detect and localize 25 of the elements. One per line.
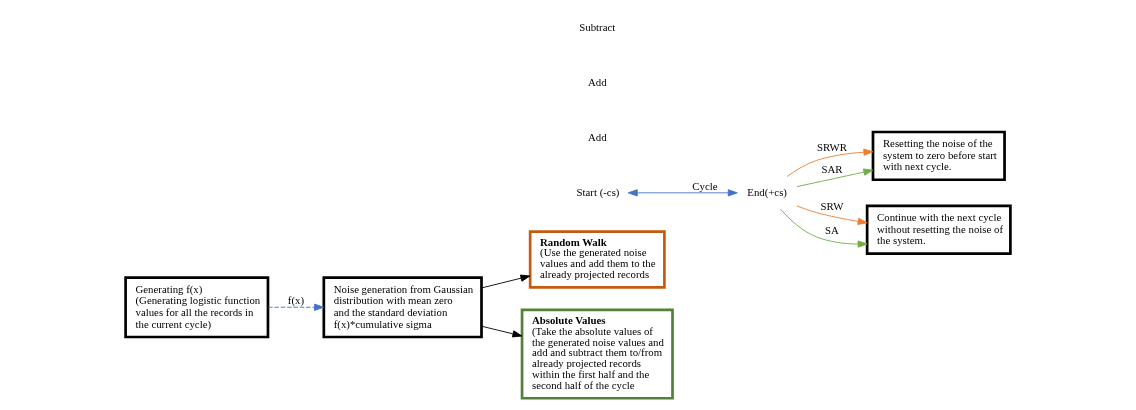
label: Add xyxy=(587,75,607,88)
arrow xyxy=(481,325,523,338)
node-box: Absolute Values (Take the absolute values of the generated noise values and add and subtract them to/from already projected records within the first half and the second half of the cycle xyxy=(520,308,674,400)
edge-label: SRWR xyxy=(816,141,847,154)
edge-label: SAR xyxy=(821,162,843,175)
node-box: Random Walk (Use the generated noise values and add them to the already projected records xyxy=(528,230,666,289)
arrow xyxy=(481,274,531,289)
node-box: Continue with the next cycle without resetting the noise of the system. xyxy=(865,204,1012,255)
edge-label: Cycle xyxy=(692,179,718,192)
arrow xyxy=(796,168,874,188)
edge-label: SA xyxy=(825,223,839,236)
arrow xyxy=(780,208,868,248)
label: Add xyxy=(587,130,607,143)
edge-label: SRW xyxy=(820,199,844,212)
arrow xyxy=(796,205,868,225)
edge-label: f(x) xyxy=(287,294,304,307)
arrow xyxy=(786,148,874,177)
arrow xyxy=(267,303,324,311)
arrow xyxy=(627,189,738,197)
label: Subtract xyxy=(579,20,616,33)
node-box: Noise generation from Gaussian distribution with mean zero and the standard deviation f(x)*cumulative sigma xyxy=(322,276,483,339)
node-box: Resetting the noise of the system to zero before start with next cycle. xyxy=(871,130,1006,182)
node-box: Generating f(x) (Generating logistic function values for all the records in the current cycle) xyxy=(124,276,270,339)
node-text: End(+cs) xyxy=(747,185,787,198)
node-text: Start (-cs) xyxy=(576,185,620,198)
